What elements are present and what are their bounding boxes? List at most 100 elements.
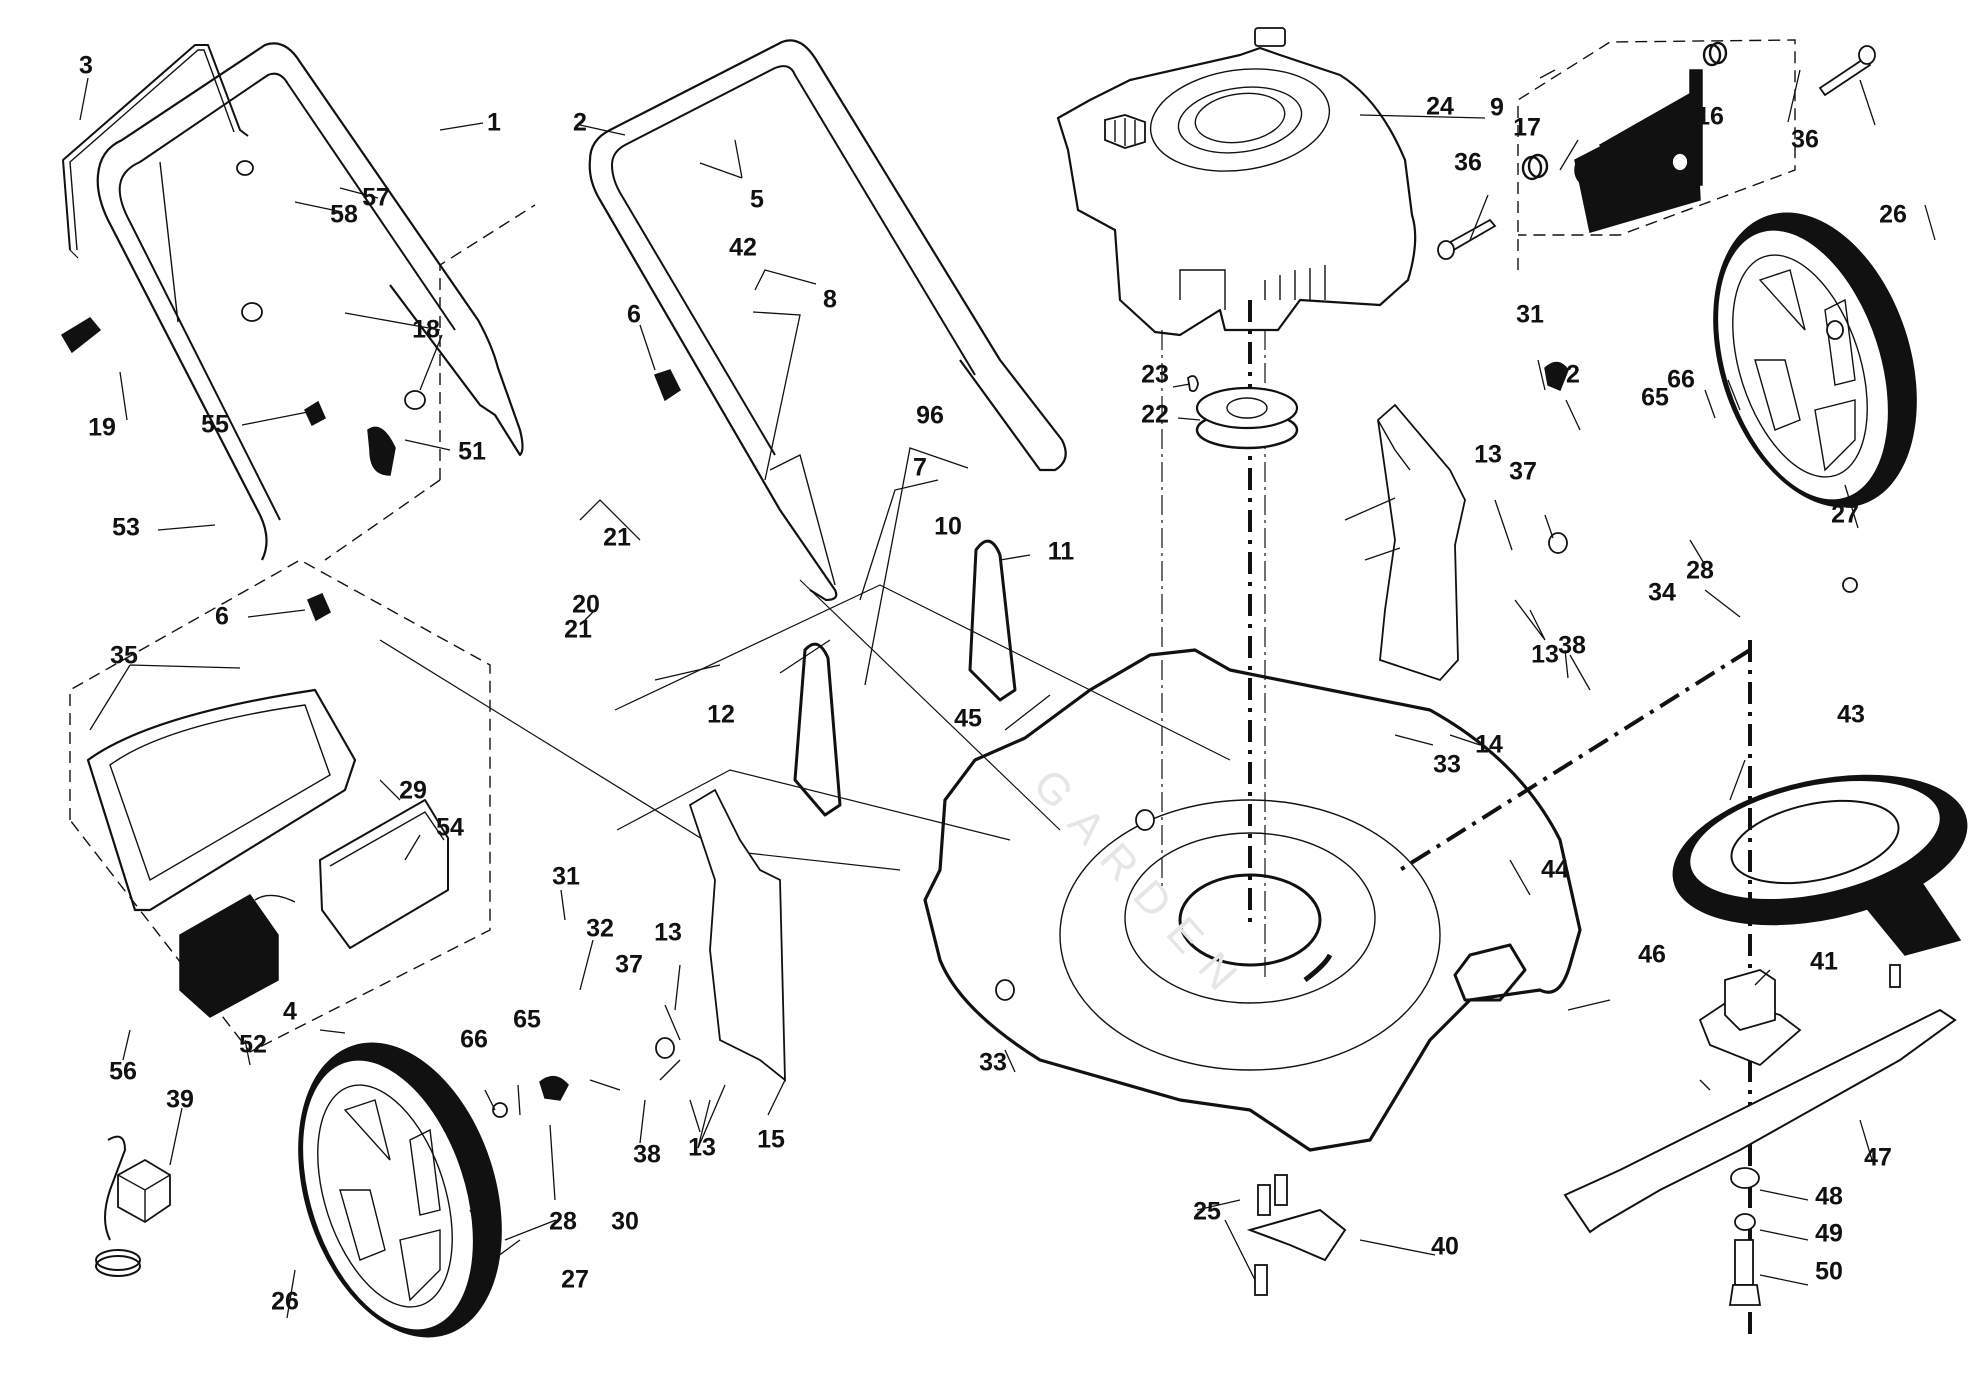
part-label-44: 44	[1541, 855, 1569, 884]
part-label-26b: 26	[1879, 200, 1907, 229]
part-label-30: 30	[611, 1207, 639, 1236]
blade-adapter	[1698, 969, 1802, 1067]
lower-handle	[96, 42, 524, 561]
part-label-28b: 28	[1686, 556, 1714, 585]
part-label-13: 13	[654, 918, 682, 947]
assembly-line	[439, 204, 536, 480]
part-label-96: 96	[916, 401, 944, 430]
part-label-48: 48	[1815, 1182, 1843, 1211]
part-label-31: 31	[552, 862, 580, 891]
part-label-41: 41	[1810, 947, 1838, 976]
rear-deflector-outline	[1517, 39, 1796, 270]
part-label-3: 3	[79, 51, 93, 80]
part-label-66b: 66	[1667, 365, 1695, 394]
blade-bolt	[1728, 1239, 1762, 1306]
part-label-65b: 65	[1641, 383, 1669, 412]
part-label-53: 53	[112, 513, 140, 542]
part-label-5: 5	[750, 185, 764, 214]
fasteners	[60, 152, 1901, 1296]
part-label-65: 65	[513, 1005, 541, 1034]
control-bail	[62, 44, 249, 259]
part-label-42: 42	[729, 233, 757, 262]
part-label-46: 46	[1638, 940, 1666, 969]
part-label-19: 19	[88, 413, 116, 442]
part-label-57: 57	[362, 183, 390, 212]
part-label-1: 1	[487, 108, 501, 137]
battery-kit-outline	[69, 559, 491, 1053]
left-wheel	[298, 1042, 502, 1338]
mulch-plate	[1246, 1208, 1347, 1262]
part-label-10: 10	[934, 512, 962, 541]
part-label-14: 14	[1475, 730, 1503, 759]
part-label-27: 27	[561, 1265, 589, 1294]
part-label-13c: 13	[1474, 440, 1502, 469]
part-label-51: 51	[458, 437, 486, 466]
battery-cover	[86, 688, 357, 912]
part-label-28: 28	[549, 1207, 577, 1236]
wheel-bracket-left	[688, 788, 786, 1082]
part-label-23: 23	[1141, 360, 1169, 389]
part-label-21b: 21	[564, 615, 592, 644]
part-label-16: 16	[1696, 102, 1724, 131]
pulley	[1195, 386, 1299, 450]
part-label-52: 52	[239, 1030, 267, 1059]
belt-guard	[1672, 774, 1968, 956]
height-bracket-11	[968, 539, 1017, 702]
part-label-13d: 13	[1531, 640, 1559, 669]
part-label-43: 43	[1837, 700, 1865, 729]
part-label-11: 11	[1047, 537, 1075, 566]
leader-lines	[79, 69, 1936, 1319]
battery-box	[319, 799, 449, 949]
part-label-58: 58	[330, 200, 358, 229]
part-label-15: 15	[757, 1125, 785, 1154]
part-label-56: 56	[109, 1057, 137, 1086]
part-label-32: 32	[586, 914, 614, 943]
part-label-20: 20	[572, 590, 600, 619]
part-label-38b: 38	[1558, 631, 1586, 660]
part-label-50: 50	[1815, 1257, 1843, 1286]
part-label-2: 2	[573, 108, 587, 137]
bolt-36-left	[1437, 218, 1497, 260]
part-label-66: 66	[460, 1025, 488, 1054]
part-label-25: 25	[1193, 1197, 1221, 1226]
part-label-38: 38	[633, 1140, 661, 1169]
part-label-49: 49	[1815, 1219, 1843, 1248]
part-label-37: 37	[615, 950, 643, 979]
part-label-36: 36	[1454, 148, 1482, 177]
part-label-27b: 27	[1831, 500, 1859, 529]
part-label-33b: 33	[1433, 750, 1461, 779]
part-label-6b: 6	[215, 602, 229, 631]
part-label-55: 55	[201, 410, 229, 439]
battery-charger	[95, 1135, 171, 1277]
upper-handle	[588, 39, 1067, 602]
wheel-bracket-right	[1377, 403, 1466, 682]
part-label-36b: 36	[1791, 125, 1819, 154]
part-label-17: 17	[1513, 113, 1541, 142]
spring-17	[1521, 153, 1549, 181]
assembly-line	[324, 479, 441, 561]
part-label-12: 12	[707, 700, 735, 729]
part-label-22: 22	[1141, 400, 1169, 429]
part-label-13b: 13	[688, 1133, 716, 1162]
rear-deflector	[1574, 69, 1703, 233]
part-label-24: 24	[1426, 92, 1454, 121]
part-label-6: 6	[627, 300, 641, 329]
part-label-8: 8	[823, 285, 837, 314]
part-label-47: 47	[1864, 1143, 1892, 1172]
part-label-31b: 31	[1516, 300, 1544, 329]
part-label-45: 45	[954, 704, 982, 733]
part-label-34: 34	[1648, 578, 1676, 607]
part-label-29: 29	[399, 776, 427, 805]
blade	[1563, 1008, 1957, 1234]
key	[1187, 375, 1199, 393]
part-label-21: 21	[603, 523, 631, 552]
part-label-9: 9	[1490, 93, 1504, 122]
part-label-54: 54	[436, 813, 464, 842]
part-label-26: 26	[271, 1287, 299, 1316]
battery	[179, 894, 296, 1018]
part-label-35: 35	[110, 641, 138, 670]
right-wheel	[1713, 212, 1917, 508]
part-label-39: 39	[166, 1085, 194, 1114]
